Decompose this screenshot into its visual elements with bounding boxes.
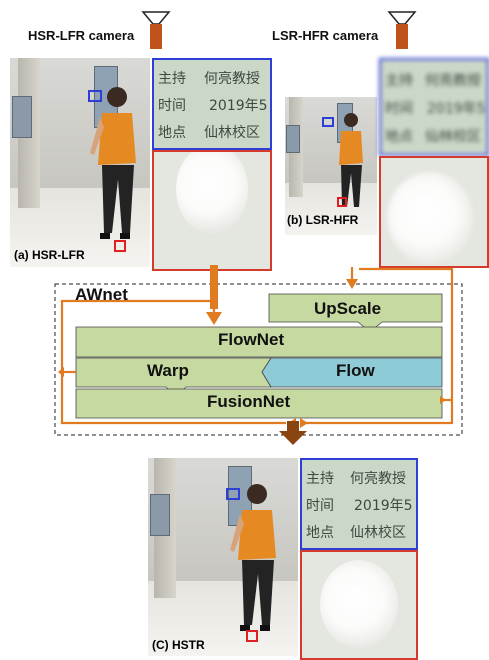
- hsr-lfr-camera-label: HSR-LFR camera: [28, 28, 135, 43]
- caption-c: (C) HSTR: [152, 638, 205, 652]
- hsr-lfr-photo: (a) HSR-LFR: [10, 58, 150, 267]
- awnet-diagram: [54, 265, 463, 445]
- caption-b: (b) LSR-HFR: [287, 213, 359, 227]
- zoom-marker-red: [337, 197, 347, 207]
- hsr-lfr-ball-zoom: [152, 150, 272, 271]
- zoom-marker-red: [114, 240, 126, 252]
- flow-block: [261, 357, 443, 388]
- lsr-hfr-photo: (b) LSR-HFR: [285, 97, 377, 235]
- lsr-hfr-ball-zoom: [379, 156, 489, 268]
- awnet-title: AWnet: [75, 285, 128, 304]
- lsr-hfr-text-zoom: 主持 何亮教授 时间 2019年5 地点 仙林校区: [379, 58, 489, 156]
- camera-icon: [387, 11, 417, 49]
- hstr-photo: (C) HSTR: [148, 458, 298, 656]
- zoom-marker-blue: [88, 90, 102, 102]
- flownet-label: FlowNet: [218, 330, 285, 349]
- warp-label: Warp: [147, 361, 189, 380]
- hstr-text-zoom: 主持 何亮教授 时间 2019年5 地点 仙林校区: [300, 458, 418, 550]
- zoom-marker-blue: [226, 488, 240, 500]
- hstr-ball-zoom: [300, 550, 418, 660]
- caption-a: (a) HSR-LFR: [14, 248, 85, 262]
- lsr-hfr-camera-label: LSR-HFR camera: [272, 28, 379, 43]
- zoom-marker-red: [246, 630, 258, 642]
- fusionnet-label: FusionNet: [207, 392, 291, 411]
- camera-icon: [141, 11, 171, 49]
- hsr-lfr-text-zoom: 主持 何亮教授 时间 2019年5 地点 仙林校区: [152, 58, 272, 150]
- flownet-block: [75, 326, 443, 358]
- fusionnet-block: [75, 388, 443, 419]
- zoom-marker-blue: [322, 117, 334, 127]
- upscale-label: UpScale: [314, 299, 382, 318]
- flow-label: Flow: [336, 361, 375, 380]
